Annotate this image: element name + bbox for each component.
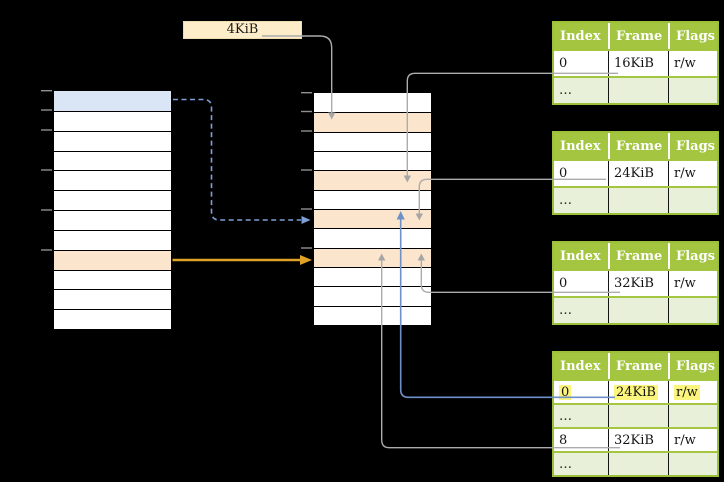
cell-flags: r/w (668, 51, 717, 76)
memory-row (314, 151, 431, 171)
cell-frame: 24KiB (608, 381, 668, 403)
cell-flags: r/w (668, 271, 717, 296)
table-row: 0 16KiB r/w (554, 49, 717, 76)
virtual-memory-column (53, 90, 172, 330)
table-row: 8 32KiB r/w (554, 427, 717, 451)
cell-flags: r/w (668, 429, 717, 451)
cell-frame: 24KiB (608, 161, 668, 186)
page-table-4: Index Frame Flags 0 24KiB r/w … 8 32KiB … (552, 351, 719, 477)
page-size-label: 4KiB (183, 21, 302, 39)
header-flags: Flags (668, 133, 717, 159)
virtual-page-blue (54, 91, 171, 111)
cell-flags (668, 453, 717, 475)
cell-frame: 32KiB (608, 271, 668, 296)
cell-frame: 16KiB (608, 51, 668, 76)
cell-flags (668, 188, 717, 213)
cell-index: … (559, 193, 572, 208)
memory-row (54, 150, 171, 171)
table-row-ellipsis: … (554, 451, 717, 475)
cell-frame (608, 298, 668, 323)
memory-row (54, 289, 171, 310)
memory-row (314, 305, 431, 325)
page-table-header: Index Frame Flags (554, 353, 717, 379)
virtual-page-orange (54, 249, 171, 270)
table-row-ellipsis: … (554, 186, 717, 213)
cell-flags: r/w (668, 381, 717, 403)
table-row: 0 32KiB r/w (554, 269, 717, 296)
page-table-1: Index Frame Flags 0 16KiB r/w … (552, 21, 719, 105)
cell-index: … (559, 303, 572, 318)
page-table-header: Index Frame Flags (554, 243, 717, 269)
header-index: Index (560, 248, 601, 264)
cell-flags: r/w (668, 161, 717, 186)
header-index: Index (560, 28, 601, 44)
arrow-virtual-blue-to-frame6 (173, 98, 311, 224)
memory-row (314, 228, 431, 248)
memory-row (54, 269, 171, 290)
header-frame: Frame (608, 243, 668, 269)
cell-index: … (559, 456, 572, 472)
arrow-virtual-orange-to-frame8 (172, 255, 312, 265)
table-row-ellipsis: … (554, 76, 717, 103)
cell-frame (608, 405, 668, 427)
cell-index: 0 (554, 381, 608, 403)
cell-index: … (559, 83, 572, 98)
memory-row (54, 210, 171, 230)
memory-row (54, 309, 171, 329)
highlighted-value: 24KiB (614, 384, 658, 400)
table-row: 0 24KiB r/w (554, 159, 717, 186)
cell-index: 0 (559, 166, 568, 181)
cell-frame: 32KiB (608, 429, 668, 451)
memory-row (54, 110, 171, 131)
memory-row (54, 170, 171, 191)
physical-frame-4 (314, 170, 431, 190)
header-frame: Frame (608, 353, 668, 379)
cell-index: 0 (559, 56, 568, 71)
header-frame: Frame (608, 23, 668, 49)
physical-address-ticks (301, 91, 312, 249)
memory-row (54, 229, 171, 250)
header-frame: Frame (608, 133, 668, 159)
physical-memory-column (313, 92, 432, 326)
physical-frame-6 (314, 209, 431, 229)
page-table-2: Index Frame Flags 0 24KiB r/w … (552, 131, 719, 215)
cell-frame (608, 453, 668, 475)
table-row-ellipsis: … (554, 403, 717, 427)
header-flags: Flags (668, 243, 717, 269)
memory-row (314, 286, 431, 306)
memory-row (314, 189, 431, 209)
table-row-highlighted: 0 24KiB r/w (554, 379, 717, 403)
cell-index: … (559, 408, 572, 424)
cell-index: 0 (559, 276, 568, 291)
cell-flags (668, 405, 717, 427)
highlighted-value: r/w (674, 384, 700, 400)
physical-frame-1 (314, 112, 431, 132)
header-index: Index (560, 358, 601, 374)
cell-flags (668, 298, 717, 323)
memory-row (54, 130, 171, 151)
cell-index: 8 (559, 432, 568, 448)
page-table-3: Index Frame Flags 0 32KiB r/w … (552, 241, 719, 325)
memory-row (314, 93, 431, 113)
page-table-header: Index Frame Flags (554, 23, 717, 49)
memory-row (314, 267, 431, 287)
memory-row (54, 190, 171, 210)
highlighted-value: 0 (559, 384, 572, 400)
cell-frame (608, 188, 668, 213)
header-index: Index (560, 138, 601, 154)
physical-frame-8 (314, 247, 431, 267)
memory-row (314, 131, 431, 151)
cell-frame (608, 78, 668, 103)
table-row-ellipsis: … (554, 296, 717, 323)
page-table-header: Index Frame Flags (554, 133, 717, 159)
header-flags: Flags (668, 23, 717, 49)
virtual-address-ticks (41, 89, 52, 251)
header-flags: Flags (668, 353, 717, 379)
cell-flags (668, 78, 717, 103)
